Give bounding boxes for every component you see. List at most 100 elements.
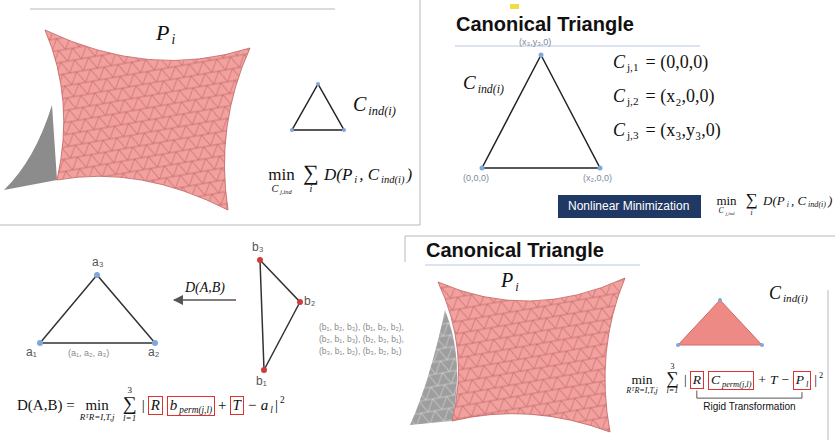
vertex-dot [37, 340, 43, 346]
symbol: C [613, 52, 625, 72]
exponent: 2 [280, 395, 285, 405]
vertex-coordinate: (x₂,0,0) [583, 173, 612, 183]
symbol: C [353, 93, 366, 115]
operator-group: ∑ [122, 392, 138, 415]
subscript: j,1 [627, 61, 638, 73]
mesh-underside [4, 105, 57, 190]
subscript: i [171, 32, 175, 47]
formula-text: i [310, 183, 313, 194]
limit-group: ∑i [301, 160, 321, 187]
operator-group: ∑ [665, 368, 680, 389]
vertex-dot [261, 367, 267, 373]
vertex-dot [94, 272, 100, 278]
symbol: C [463, 72, 476, 93]
vertex-coordinate: (x₃,y₃,0) [519, 37, 551, 47]
formula-text: + [218, 397, 226, 413]
process-box: Nonlinear Minimization [558, 195, 701, 218]
symbol: P [501, 269, 513, 291]
limit-group: ∑3l=1 [121, 392, 139, 415]
formula-text: | [275, 397, 278, 413]
formula-text: D(P [324, 165, 352, 184]
coordinate: = (0,0,0) [645, 52, 708, 72]
subscript: l [806, 380, 808, 389]
highlight-box: T [230, 396, 244, 415]
vertex-label: b₁ [256, 374, 267, 388]
formula-text: | [814, 372, 817, 387]
triangle-label: Cind(i) [462, 72, 505, 97]
highlight-box: R [690, 371, 704, 389]
formula-text: ) [828, 193, 832, 208]
vertex-coordinate: (x₃,y₃,0) [518, 37, 552, 48]
panel-title: Canonical Triangle [425, 238, 605, 262]
formula-text: R [693, 372, 701, 387]
vertex-label: a₂ [148, 345, 159, 359]
highlight-box: Pl [793, 371, 812, 390]
highlight-box: R [148, 396, 163, 415]
symbol: C [769, 283, 781, 303]
lower-limit: i [749, 209, 753, 217]
point-label: Pi [155, 20, 176, 48]
vertex-dot [297, 299, 303, 305]
vertex-definition: Cj,1 = (0,0,0) [612, 52, 709, 75]
exponent: 2 [819, 371, 823, 380]
min-operator: min [85, 397, 108, 413]
subscript: i [354, 174, 357, 185]
min-operator: min [716, 193, 736, 208]
title-underline [455, 45, 700, 46]
note-label: Rigid Transformation [702, 401, 796, 413]
permutation-list: (b₁, b₂, b₃), (b₁, b₃, b₂), [319, 322, 404, 332]
distance-formula: D(A,B) =minRᵀR=I,T,j∑3l=1|Rbperm(j,l)+T−… [16, 392, 286, 416]
canonical-triangle [676, 298, 764, 347]
sum-symbol: ∑ [666, 368, 679, 388]
triangle-mesh [438, 278, 625, 432]
lower-limit: l=1 [122, 414, 137, 423]
formula-text: RᵀR=I,T,j [80, 412, 115, 422]
lower-limit: Cj,ind [270, 184, 292, 195]
vertex-coordinate: (0,0,0) [463, 173, 489, 183]
min-operator: min [268, 165, 294, 184]
triangle-a: a₃a₁(a₁, a₂, a₃)a₂ [22, 255, 172, 365]
vertex-coordinate: (0,0,0) [462, 173, 490, 184]
box-text: Nonlinear Minimization [568, 199, 691, 213]
subscript: l [270, 405, 273, 415]
formula-text: l=1 [123, 413, 136, 423]
highlight-box: bperm(j,l) [167, 396, 215, 416]
note-label: Rigid Transformation [703, 401, 795, 412]
triangle-label: Cind(i) [768, 283, 809, 306]
symbol: C [613, 86, 625, 106]
triangle-outline [238, 240, 322, 392]
coordinate: = (x₂,0,0) [645, 86, 714, 106]
formula-text: | [142, 397, 145, 413]
point-label: Pi [500, 268, 520, 295]
formula-text: R [151, 397, 160, 413]
alignment-formula: minRᵀR=I,T,j∑3l=1|RCperm(j,l)+ T −Pl|2 [622, 368, 824, 390]
limit-group: minCj,ind [266, 165, 297, 185]
subscript: j,ind [280, 188, 291, 195]
subscript: j,2 [627, 95, 638, 107]
operator-group: min [267, 165, 295, 185]
subscript: i [515, 280, 518, 294]
vertex-definition: Cj,2 = (x₂,0,0) [612, 86, 715, 109]
formula-text: , C [791, 193, 806, 208]
sum-symbol: ∑ [303, 160, 319, 185]
formula-text: D(P [763, 193, 785, 208]
formula-text: P [796, 372, 804, 387]
vertex-label: a₁ [26, 345, 37, 359]
limit-group: ∑i [743, 190, 760, 210]
symbol: C [613, 120, 625, 140]
vertex-label: a₃ [92, 255, 104, 269]
formula-text: , C [359, 165, 379, 184]
subscript: j,3 [627, 129, 638, 141]
limit-group: minRᵀR=I,T,j [78, 396, 117, 414]
vertex-definition: Cj,3= (x₃,y₃,0) [612, 120, 722, 143]
permutation-list: (b₂, b₁, b₃), (b₂, b₃, b₁), [318, 334, 405, 344]
lower-limit: RᵀR=I,T,j [625, 387, 658, 395]
formula-text: i [750, 208, 752, 217]
objective-formula: minCj,ind∑iD(Pi, Cind(i)) [712, 190, 833, 210]
formula-text: | [684, 372, 687, 387]
subscript: perm(j,l) [179, 405, 212, 415]
